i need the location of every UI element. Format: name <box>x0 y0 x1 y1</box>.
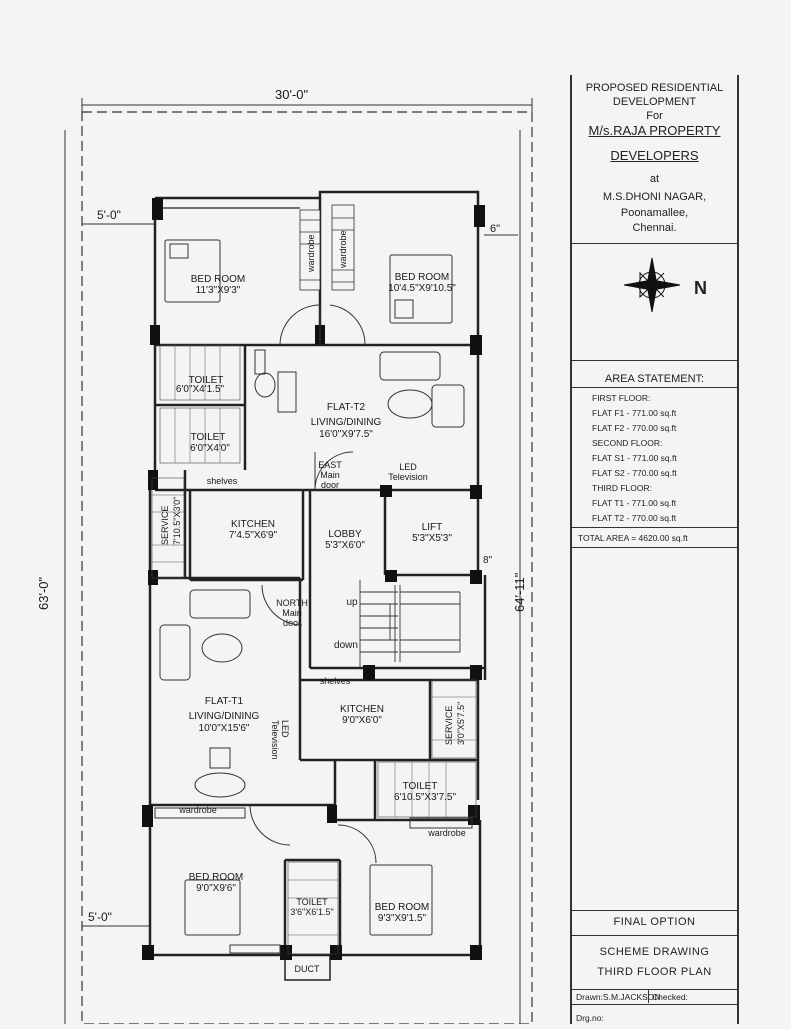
toilet3-name: TOILET <box>403 781 438 792</box>
kitchen-t2-name: KITCHEN <box>231 519 275 530</box>
furniture <box>154 239 473 954</box>
flat-t2-size: 16'0"X9'7.5" <box>319 429 373 440</box>
floor-plan-title: THIRD FLOOR PLAN <box>597 966 712 978</box>
area-row-7: THIRD FLOOR: <box>592 483 652 493</box>
drawing-number: Drg.no: <box>576 1013 604 1023</box>
flat-t1-size: 10'0"X15'6" <box>199 723 250 734</box>
area-row-8: FLAT T1 - 771.00 sq.ft <box>592 498 677 508</box>
shelves-t2: shelves <box>207 476 238 486</box>
location-2: Poonamallee, <box>620 207 689 219</box>
dim-setback-right: 6" <box>490 223 500 235</box>
dim-height-right: 64'-11" <box>512 572 527 612</box>
north-compass <box>623 257 681 313</box>
dim-height-left: 63'-0" <box>36 576 51 610</box>
bed3-size: 9'0"X9'6" <box>196 883 236 894</box>
area-row-5: FLAT S1 - 771.00 sq.ft <box>592 453 677 463</box>
bed2-size: 10'4.5"X9'10.5" <box>388 283 456 294</box>
plot-boundary <box>81 111 533 1025</box>
toilet4-size: 3'6"X6'1.5" <box>290 907 333 917</box>
service-t1-size: 3'0"X5'7.5" <box>456 702 466 745</box>
bed3-name: BED ROOM <box>189 872 243 883</box>
drawn-by: Drawn:S.M.JACKSON <box>576 992 661 1002</box>
duct-label: DUCT <box>295 964 320 974</box>
title-block: PROPOSED RESIDENTIAL DEVELOPMENT For M/s… <box>570 75 739 1024</box>
flat-t1-name: FLAT-T1 <box>205 696 244 707</box>
kitchen-t2-size: 7'4.5"X6'9" <box>229 530 278 541</box>
toilet2-name: TOILET <box>191 432 226 443</box>
north-label: N <box>694 278 707 298</box>
bed2-name: BED ROOM <box>395 272 449 283</box>
toilet4-name: TOILET <box>296 897 328 907</box>
wardrobe-label-2: wardrobe <box>338 230 348 269</box>
room-labels: BED ROOM 11'3"X9'3" BED ROOM 10'4.5"X9'1… <box>176 272 466 974</box>
staircase <box>359 580 461 668</box>
lift-size: 5'3"X5'3" <box>412 533 452 544</box>
area-row-3: FLAT F2 - 770.00 sq.ft <box>592 423 677 433</box>
title-line-3: For <box>646 110 663 122</box>
area-title: AREA STATEMENT: <box>604 373 705 385</box>
stair-up: up <box>346 597 358 608</box>
area-row-2: FLAT F1 - 771.00 sq.ft <box>592 408 677 418</box>
bed4-name: BED ROOM <box>375 902 429 913</box>
client-name-2: DEVELOPERS <box>610 148 699 163</box>
checked-by: Checked: <box>652 992 688 1002</box>
area-row-6: FLAT S2 - 770.00 sq.ft <box>592 468 677 478</box>
area-row-4: SECOND FLOOR: <box>592 438 663 448</box>
service-t2-size: 7'10.5"X3'0" <box>172 497 182 545</box>
toilet3-size: 6'10.5"X3'7.5" <box>394 792 457 803</box>
area-row-1: FIRST FLOOR: <box>592 393 651 403</box>
lift-name: LIFT <box>422 522 443 533</box>
scheme-drawing: SCHEME DRAWING <box>599 946 710 958</box>
flat-t2-use: LIVING/DINING <box>311 417 382 428</box>
total-area: TOTAL AREA = 4620.00 sq.ft <box>578 533 688 543</box>
dim-setback-top: 5'-0" <box>97 208 121 222</box>
flat-t1-use: LIVING/DINING <box>189 711 260 722</box>
title-line-1: PROPOSED RESIDENTIAL <box>585 82 724 94</box>
title-line-2: DEVELOPMENT <box>612 96 697 108</box>
dim-setback-bottom: 5'-0" <box>88 910 112 924</box>
area-row-9: FLAT T2 - 770.00 sq.ft <box>592 513 677 523</box>
service-t2-name: SERVICE <box>160 506 170 545</box>
toilet1-size: 6'0"X4'1.5" <box>176 384 225 395</box>
wardrobe-hatch-top <box>299 204 355 291</box>
tile-grid <box>152 345 476 936</box>
service-t1-name: SERVICE <box>444 706 454 745</box>
dim-small: 8" <box>483 555 493 566</box>
lobby-name: LOBBY <box>328 529 362 540</box>
led-tv-t1: LEDTelevision <box>270 720 290 760</box>
bed1-size: 11'3"X9'3" <box>196 285 241 296</box>
columns <box>142 198 485 960</box>
flat-t2-name: FLAT-T2 <box>327 402 366 413</box>
wardrobe-label-1: wardrobe <box>306 234 316 273</box>
toilet2-size: 6'0"X4'0" <box>190 443 230 454</box>
title-line-at: at <box>649 173 660 185</box>
door-swings <box>249 304 377 864</box>
dim-width-top: 30'-0" <box>275 87 309 102</box>
toilet1-name: TOILET <box>189 375 224 386</box>
kitchen-t1-size: 9'0"X6'0" <box>342 715 382 726</box>
kitchen-t1-name: KITCHEN <box>340 704 384 715</box>
wardrobe-label-4: wardrobe <box>178 805 217 815</box>
shelves-t1: shelves <box>320 676 351 686</box>
lobby-size: 5'3"X6'0" <box>325 540 365 551</box>
stair-down: down <box>334 640 358 651</box>
bed1-name: BED ROOM <box>191 274 245 285</box>
wardrobe-label-3: wardrobe <box>427 828 466 838</box>
location-3: Chennai. <box>632 222 677 234</box>
client-name-1: M/s.RAJA PROPERTY <box>588 123 721 138</box>
location-1: M.S.DHONI NAGAR, <box>602 191 707 203</box>
tile-hatch <box>151 344 477 955</box>
final-option: FINAL OPTION <box>613 916 696 928</box>
bed4-size: 9'3"X9'1.5" <box>378 913 427 924</box>
